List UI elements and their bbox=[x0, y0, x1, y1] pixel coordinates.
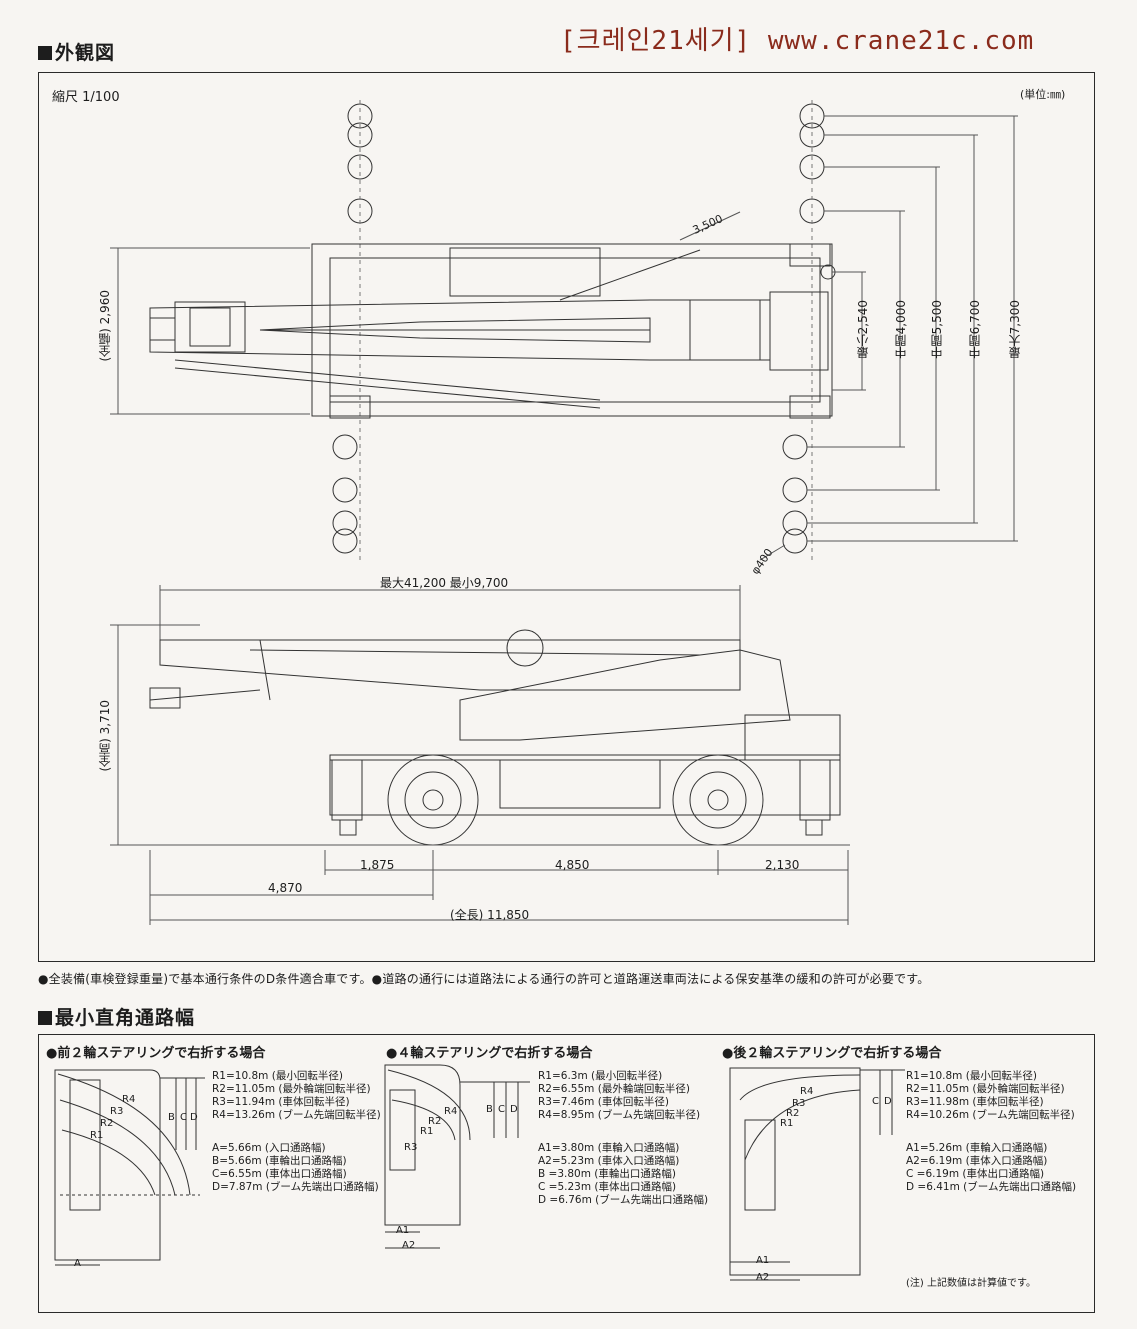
diagram-label-r4: R4 bbox=[122, 1094, 136, 1105]
spec-c: C =6.19m (車体出口通路幅) bbox=[906, 1168, 1045, 1180]
panel-rear-steer-radii: R1=10.8m (最小回転半径) R2=11.05m (最外輪端回転半径) R… bbox=[906, 1070, 1075, 1122]
boom-length-label: 最大41,200 最小9,700 bbox=[380, 576, 509, 590]
spec-r2: R2=6.55m (最外輪端回転半径) bbox=[538, 1083, 690, 1095]
scale-label: 縮尺 1/100 bbox=[52, 90, 120, 105]
exterior-drawing-frame bbox=[38, 72, 1095, 962]
outrigger-dim-min: 最小2,540 bbox=[856, 300, 870, 359]
dim-4870: 4,870 bbox=[268, 881, 303, 895]
spec-r1: R1=6.3m (最小回転半径) bbox=[538, 1070, 663, 1082]
diagram-label-r4: R4 bbox=[444, 1106, 458, 1117]
diagram-label-d: D bbox=[510, 1104, 518, 1115]
diagram-label-a1: A1 bbox=[756, 1255, 770, 1266]
panel-front-steer-title: ●前２輪ステアリングで右折する場合 bbox=[46, 1046, 266, 1061]
panel-front-steer-radii: R1=10.8m (最小回転半径) R2=11.05m (最外輪端回転半径) R… bbox=[212, 1070, 381, 1122]
panel-4wheel-steer-widths: A1=3.80m (車輪入口通路幅) A2=5.23m (車体入口通路幅) B … bbox=[538, 1142, 708, 1207]
section-title-text: 最小直角通路幅 bbox=[55, 1007, 196, 1029]
diagram-label-c: C bbox=[872, 1096, 879, 1107]
diagram-label-c: C bbox=[498, 1104, 505, 1115]
section-title-exterior: 外観図 bbox=[38, 38, 115, 65]
diagram-label-r3: R3 bbox=[404, 1142, 418, 1153]
diagram-label-r2: R2 bbox=[428, 1116, 442, 1127]
spec-b: B=5.66m (車輪出口通路幅) bbox=[212, 1155, 347, 1167]
bullet-square-icon bbox=[38, 1011, 52, 1025]
diagram-label-b: B bbox=[486, 1104, 493, 1115]
panel-4wheel-steer-title: ●４輪ステアリングで右折する場合 bbox=[386, 1046, 593, 1061]
diagram-label-d: D bbox=[884, 1096, 892, 1107]
spec-a2: A2=6.19m (車体入口通路幅) bbox=[906, 1155, 1048, 1167]
panel-4wheel-steer-radii: R1=6.3m (最小回転半径) R2=6.55m (最外輪端回転半径) R3=… bbox=[538, 1070, 700, 1122]
spec-r3: R3=11.94m (車体回転半径) bbox=[212, 1096, 350, 1108]
dim-4850: 4,850 bbox=[555, 858, 590, 872]
bullet-square-icon bbox=[38, 46, 52, 60]
spec-r4: R4=8.95m (ブーム先端回転半径) bbox=[538, 1109, 701, 1121]
diagram-label-r2: R2 bbox=[100, 1118, 114, 1129]
diagram-label-r1: R1 bbox=[780, 1118, 794, 1129]
height-dimension-label: (全高) 3,710 bbox=[98, 700, 112, 772]
spec-r3: R3=11.98m (車体回転半径) bbox=[906, 1096, 1044, 1108]
section-title-corridor: 最小直角通路幅 bbox=[38, 1003, 195, 1030]
diagram-label-a: A bbox=[74, 1258, 81, 1269]
spec-c: C=6.55m (車体出口通路幅) bbox=[212, 1168, 347, 1180]
spec-b: B =3.80m (車輪出口通路幅) bbox=[538, 1168, 676, 1180]
diagram-label-r2: R2 bbox=[786, 1108, 800, 1119]
spec-r4: R4=13.26m (ブーム先端回転半径) bbox=[212, 1109, 381, 1121]
spec-c: C =5.23m (車体出口通路幅) bbox=[538, 1181, 677, 1193]
spec-a1: A1=5.26m (車輪入口通路幅) bbox=[906, 1142, 1048, 1154]
width-dimension-label: (全幅) 2,960 bbox=[98, 290, 112, 362]
spec-a: A=5.66m (入口通路幅) bbox=[212, 1142, 326, 1154]
diagram-label-b: B bbox=[168, 1112, 175, 1123]
dim-2130: 2,130 bbox=[765, 858, 800, 872]
diagram-label-c: C bbox=[180, 1112, 187, 1123]
diagram-label-r3: R3 bbox=[110, 1106, 124, 1117]
outrigger-dim-max: 最大7,300 bbox=[1008, 300, 1022, 359]
outrigger-dim-mid1: 中間4,000 bbox=[894, 300, 908, 359]
diagram-label-a2: A2 bbox=[402, 1240, 416, 1251]
corridor-frame bbox=[38, 1034, 1095, 1313]
panel-front-steer-widths: A=5.66m (入口通路幅) B=5.66m (車輪出口通路幅) C=6.55… bbox=[212, 1142, 379, 1194]
spec-r1: R1=10.8m (最小回転半径) bbox=[906, 1070, 1037, 1082]
dim-1875: 1,875 bbox=[360, 858, 395, 872]
footnote: (注) 上記数値は計算値です。 bbox=[906, 1278, 1036, 1289]
total-length-label: (全長) 11,850 bbox=[450, 908, 530, 922]
spec-a2: A2=5.23m (車体入口通路幅) bbox=[538, 1155, 680, 1167]
brand-watermark: [크레인21세기] www.crane21c.com bbox=[560, 26, 1035, 56]
spec-r3: R3=7.46m (車体回転半径) bbox=[538, 1096, 669, 1108]
spec-d: D =6.76m (ブーム先端出口通路幅) bbox=[538, 1194, 709, 1206]
outrigger-dim-mid2: 中間5,500 bbox=[930, 300, 944, 359]
diagram-label-a2: A2 bbox=[756, 1272, 770, 1283]
panel-rear-steer-title: ●後２輪ステアリングで右折する場合 bbox=[722, 1046, 942, 1061]
diagram-label-r3: R3 bbox=[792, 1098, 806, 1109]
spec-d: D =6.41m (ブーム先端出口通路幅) bbox=[906, 1181, 1077, 1193]
diagram-label-d: D bbox=[190, 1112, 198, 1123]
spec-d: D=7.87m (ブーム先端出口通路幅) bbox=[212, 1181, 379, 1193]
spec-r4: R4=10.26m (ブーム先端回転半径) bbox=[906, 1109, 1075, 1121]
diagram-label-r4: R4 bbox=[800, 1086, 814, 1097]
spec-a1: A1=3.80m (車輪入口通路幅) bbox=[538, 1142, 680, 1154]
diagram-label-a1: A1 bbox=[396, 1225, 410, 1236]
panel-rear-steer-widths: A1=5.26m (車輪入口通路幅) A2=6.19m (車体入口通路幅) C … bbox=[906, 1142, 1076, 1194]
section-title-text: 外観図 bbox=[55, 42, 116, 64]
outrigger-dim-mid3: 中間6,700 bbox=[968, 300, 982, 359]
spec-r1: R1=10.8m (最小回転半径) bbox=[212, 1070, 343, 1082]
spec-r2: R2=11.05m (最外輪端回転半径) bbox=[212, 1083, 371, 1095]
diagram-label-r1: R1 bbox=[90, 1130, 104, 1141]
spec-r2: R2=11.05m (最外輪端回転半径) bbox=[906, 1083, 1065, 1095]
notes-text: ●全装備(車検登録重量)で基本通行条件のD条件適合車です。●道路の通行には道路法… bbox=[38, 972, 930, 986]
unit-label: (単位:㎜) bbox=[1020, 88, 1066, 101]
diagram-label-r1: R1 bbox=[420, 1126, 434, 1137]
